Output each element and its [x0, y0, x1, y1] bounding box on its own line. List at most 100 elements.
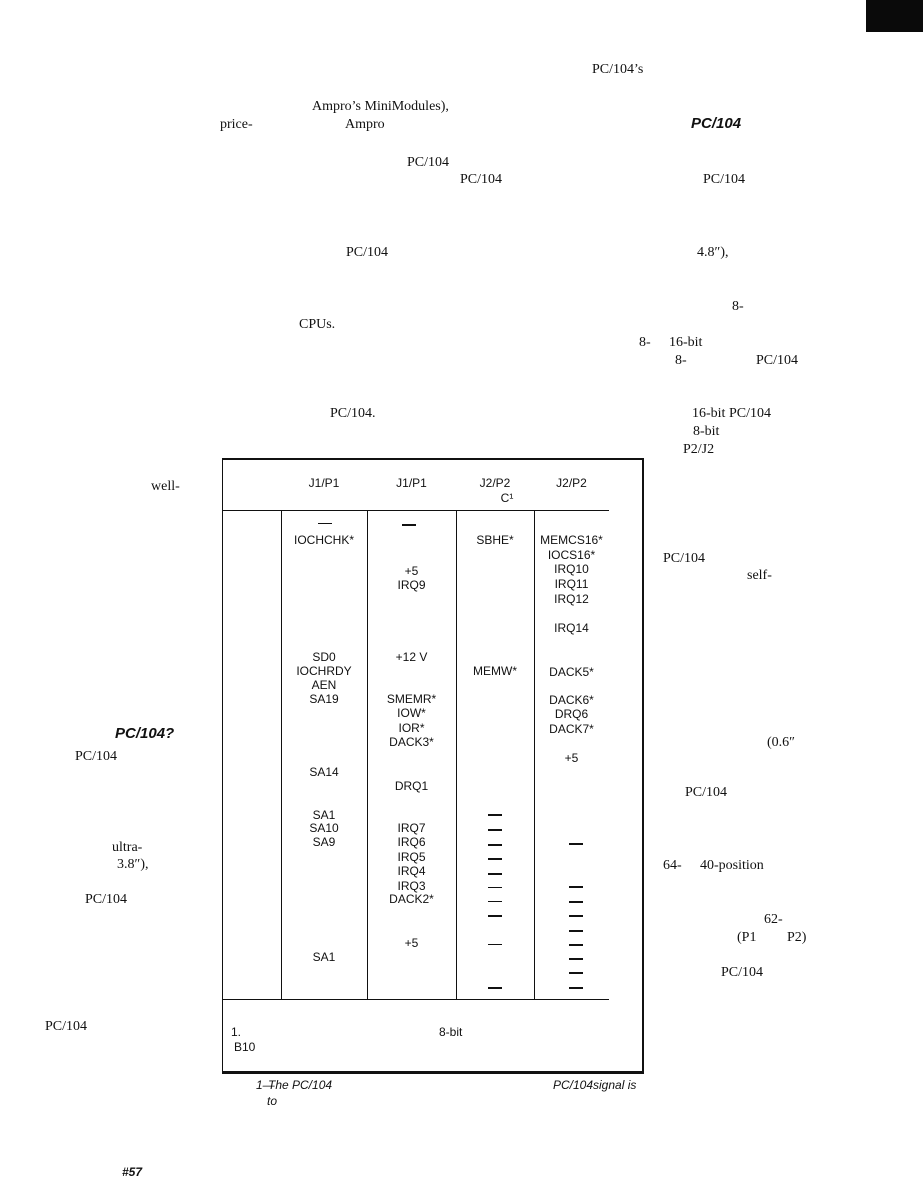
text-fragment: 64- — [663, 858, 682, 873]
table-dash — [488, 814, 502, 816]
table-dash — [569, 958, 583, 960]
page-number: #57 — [122, 1165, 143, 1179]
table-dash — [488, 987, 502, 989]
table-cell: IOCHCHK* — [293, 533, 354, 547]
table-dash — [488, 858, 502, 860]
text-fragment: ultra- — [112, 840, 143, 855]
table-divider — [456, 510, 457, 999]
text-fragment: 16-bit — [669, 335, 703, 350]
text-fragment: PC/104 — [346, 245, 389, 260]
table-cell: DACK3* — [389, 735, 434, 749]
text-fragment: PC/104 — [75, 749, 118, 764]
text-fragment: 16-bit PC/104 — [692, 406, 771, 421]
text-fragment: 8- — [732, 299, 744, 314]
table-cell: IOR* — [398, 721, 425, 735]
table-cell: +5 — [404, 936, 419, 950]
table-dash — [488, 873, 502, 875]
table-dash — [488, 844, 502, 846]
table-rule — [223, 510, 609, 511]
table-cell: SA9 — [312, 835, 336, 849]
text-fragment: P2) — [787, 930, 807, 945]
text-fragment: Ampro — [345, 117, 385, 132]
table-dash — [569, 886, 583, 888]
table-dash — [569, 915, 583, 917]
table-cell: DRQ6 — [554, 707, 589, 721]
table-cell: SMEMR* — [386, 692, 437, 706]
table-dash — [488, 901, 502, 902]
text-fragment: 8- — [639, 335, 651, 350]
table-cell: SA14 — [309, 765, 339, 779]
table-dash — [318, 523, 332, 524]
text-fragment: PC/104 — [45, 1019, 88, 1034]
corner-tab — [866, 0, 923, 32]
section-heading: PC/104 — [691, 115, 742, 132]
table-divider — [281, 510, 282, 999]
text-fragment: (P1 — [737, 930, 757, 945]
table-divider — [367, 510, 368, 999]
table-footnote: 1. — [231, 1025, 242, 1039]
text-fragment: PC/104’s — [592, 62, 644, 77]
table-dash — [569, 901, 583, 903]
table-dash — [488, 887, 502, 888]
text-fragment: PC/104 — [703, 172, 746, 187]
table-dash — [569, 843, 583, 845]
table-rule — [223, 999, 609, 1000]
text-fragment: Ampro’s MiniModules), — [312, 99, 449, 114]
text-fragment: well- — [151, 479, 180, 494]
table-dash — [488, 944, 502, 945]
text-fragment: PC/104 — [663, 551, 706, 566]
section-heading: PC/104? — [115, 725, 175, 742]
table-cell: +5 — [564, 751, 579, 765]
text-fragment: 4.8″), — [697, 245, 729, 260]
caption-fragment: signal is — [593, 1078, 637, 1092]
text-fragment: CPUs. — [299, 317, 336, 332]
table-dash — [402, 524, 416, 526]
text-fragment: (0.6″ — [767, 735, 795, 750]
table-cell: MEMW* — [473, 664, 517, 678]
table-dash — [569, 944, 583, 946]
table-cell: AEN — [311, 678, 337, 692]
text-fragment: price- — [220, 117, 253, 132]
table-cell: IRQ9 — [397, 578, 426, 592]
text-fragment: PC/104 — [756, 353, 799, 368]
table-footnote: B10 — [234, 1040, 256, 1054]
text-fragment: 40-position — [700, 858, 764, 873]
table-cell: IOCS16* — [547, 548, 596, 562]
text-fragment: P2/J2 — [683, 442, 715, 457]
text-fragment: 62- — [764, 912, 783, 927]
table-cell: SA10 — [309, 821, 339, 835]
text-fragment: self- — [747, 568, 772, 583]
table-dash — [569, 972, 583, 974]
table-cell: SA1 — [312, 808, 336, 822]
text-fragment: PC/104 — [407, 155, 450, 170]
caption-fragment: PC/104 — [553, 1078, 594, 1092]
table-dash — [488, 829, 502, 831]
caption-fragment: The PC/104 — [268, 1078, 333, 1092]
table-cell: IRQ3 — [397, 879, 426, 893]
table-cell: IRQ11 — [554, 577, 589, 591]
table-cell: DRQ1 — [394, 779, 429, 793]
table-dash — [488, 915, 502, 917]
table-cell: DACK7* — [549, 722, 594, 736]
table-footnote: 8-bit — [439, 1025, 463, 1039]
table-header: J2/P2 — [479, 476, 511, 490]
pinout-table — [222, 458, 644, 1074]
text-fragment: PC/104 — [685, 785, 728, 800]
caption-number: 1— — [256, 1078, 275, 1092]
text-fragment: 8-bit — [693, 424, 720, 439]
table-cell: DACK6* — [549, 693, 594, 707]
table-cell: SA1 — [312, 950, 336, 964]
table-cell: IRQ5 — [397, 850, 426, 864]
table-cell: SD0 — [312, 650, 336, 664]
table-header: J2/P2 — [556, 476, 587, 490]
table-cell: DACK2* — [389, 892, 434, 906]
table-header-note: C¹ — [500, 491, 514, 505]
table-dash — [569, 987, 583, 989]
text-fragment: 8- — [675, 353, 687, 368]
table-cell: IRQ10 — [554, 562, 589, 576]
text-fragment: PC/104. — [330, 406, 376, 421]
table-cell: DACK5* — [549, 665, 594, 679]
table-cell: IOW* — [397, 706, 426, 720]
table-dash — [569, 930, 583, 932]
table-cell: IRQ4 — [397, 864, 426, 878]
